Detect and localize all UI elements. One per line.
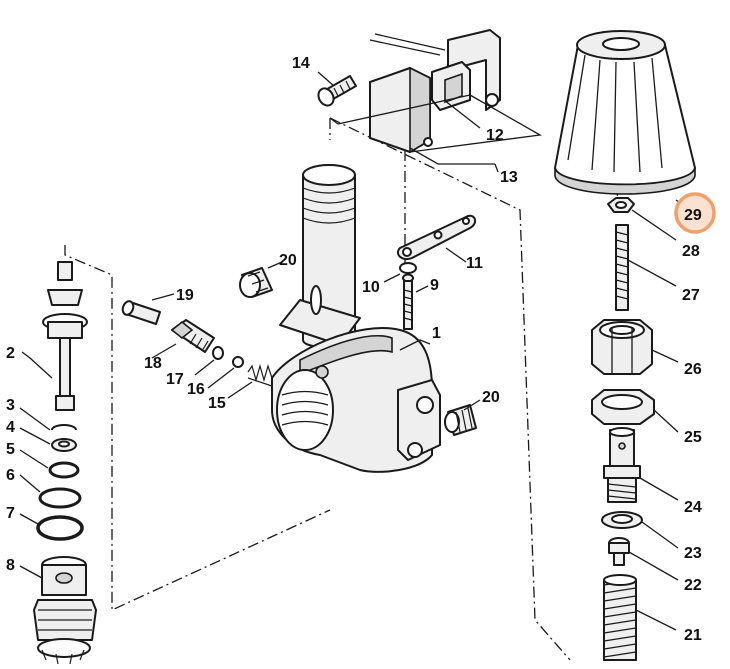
callout-25: 25 xyxy=(684,429,702,446)
part-20-plug-right xyxy=(444,404,477,436)
part-6-oring xyxy=(38,487,82,509)
callout-20-upper: 20 xyxy=(279,252,297,269)
part-20-plug-upper xyxy=(239,267,273,298)
callout-2: 2 xyxy=(6,345,15,362)
callout-18: 18 xyxy=(144,355,162,372)
part-18-fitting xyxy=(170,319,215,353)
part-28-nut xyxy=(607,197,635,213)
callout-5: 5 xyxy=(6,441,15,458)
callout-12: 12 xyxy=(486,127,504,144)
callout-17: 17 xyxy=(166,371,184,388)
part-13-switch-assembly xyxy=(369,29,501,154)
part-4-washer xyxy=(51,438,77,452)
callout-15: 15 xyxy=(208,395,226,412)
part-25-lock-nut xyxy=(591,389,655,425)
callout-20-right: 20 xyxy=(482,389,500,406)
callout-4: 4 xyxy=(6,419,15,436)
callout-27: 27 xyxy=(682,287,700,304)
callout-3: 3 xyxy=(6,397,15,414)
assembly-line-left xyxy=(64,245,331,612)
callout-6: 6 xyxy=(6,467,15,484)
part-21-spring xyxy=(603,574,637,661)
part-24-valve-insert xyxy=(603,427,641,503)
part-17-oring xyxy=(212,346,224,360)
callout-26: 26 xyxy=(684,361,702,378)
callout-11: 11 xyxy=(466,255,483,272)
callout-14: 14 xyxy=(292,55,310,72)
callout-1: 1 xyxy=(432,325,441,342)
part-16-ball xyxy=(232,356,244,368)
leader-lines xyxy=(19,71,691,631)
part-1-valve-body xyxy=(271,164,441,473)
callout-21: 21 xyxy=(684,627,702,644)
callout-13: 13 xyxy=(500,169,518,186)
part-5-oring xyxy=(48,461,80,479)
assembly-line-right xyxy=(329,117,571,661)
callout-8: 8 xyxy=(6,557,15,574)
part-19-pin xyxy=(121,300,161,325)
part-11-plate xyxy=(396,214,476,260)
callout-28: 28 xyxy=(682,243,700,260)
callout-labels: 14 12 13 11 9 10 1 20 19 18 17 16 15 20 … xyxy=(6,55,702,644)
highlight-ring-29 xyxy=(674,192,716,234)
part-9-bolt xyxy=(399,262,417,330)
callout-7: 7 xyxy=(6,505,15,522)
callout-19: 19 xyxy=(176,287,194,304)
part-15-spring xyxy=(247,363,273,387)
part-7-oring xyxy=(36,515,84,541)
callout-29: 29 xyxy=(684,207,702,224)
callout-22: 22 xyxy=(684,577,702,594)
callout-24: 24 xyxy=(684,499,702,516)
part-3-clip xyxy=(51,424,77,431)
part-29-cap xyxy=(554,30,696,195)
part-26-hex-nut xyxy=(591,319,653,375)
callout-16: 16 xyxy=(187,381,205,398)
part-8-valve-seat xyxy=(33,556,97,665)
callout-10: 10 xyxy=(362,279,380,296)
part-22-piston xyxy=(608,537,630,566)
part-2-valve-stem xyxy=(42,261,88,411)
callout-23: 23 xyxy=(684,545,702,562)
callout-9: 9 xyxy=(430,277,439,294)
part-27-threaded-rod xyxy=(615,224,629,311)
part-14-screw xyxy=(317,75,357,107)
part-23-washer xyxy=(601,511,643,529)
